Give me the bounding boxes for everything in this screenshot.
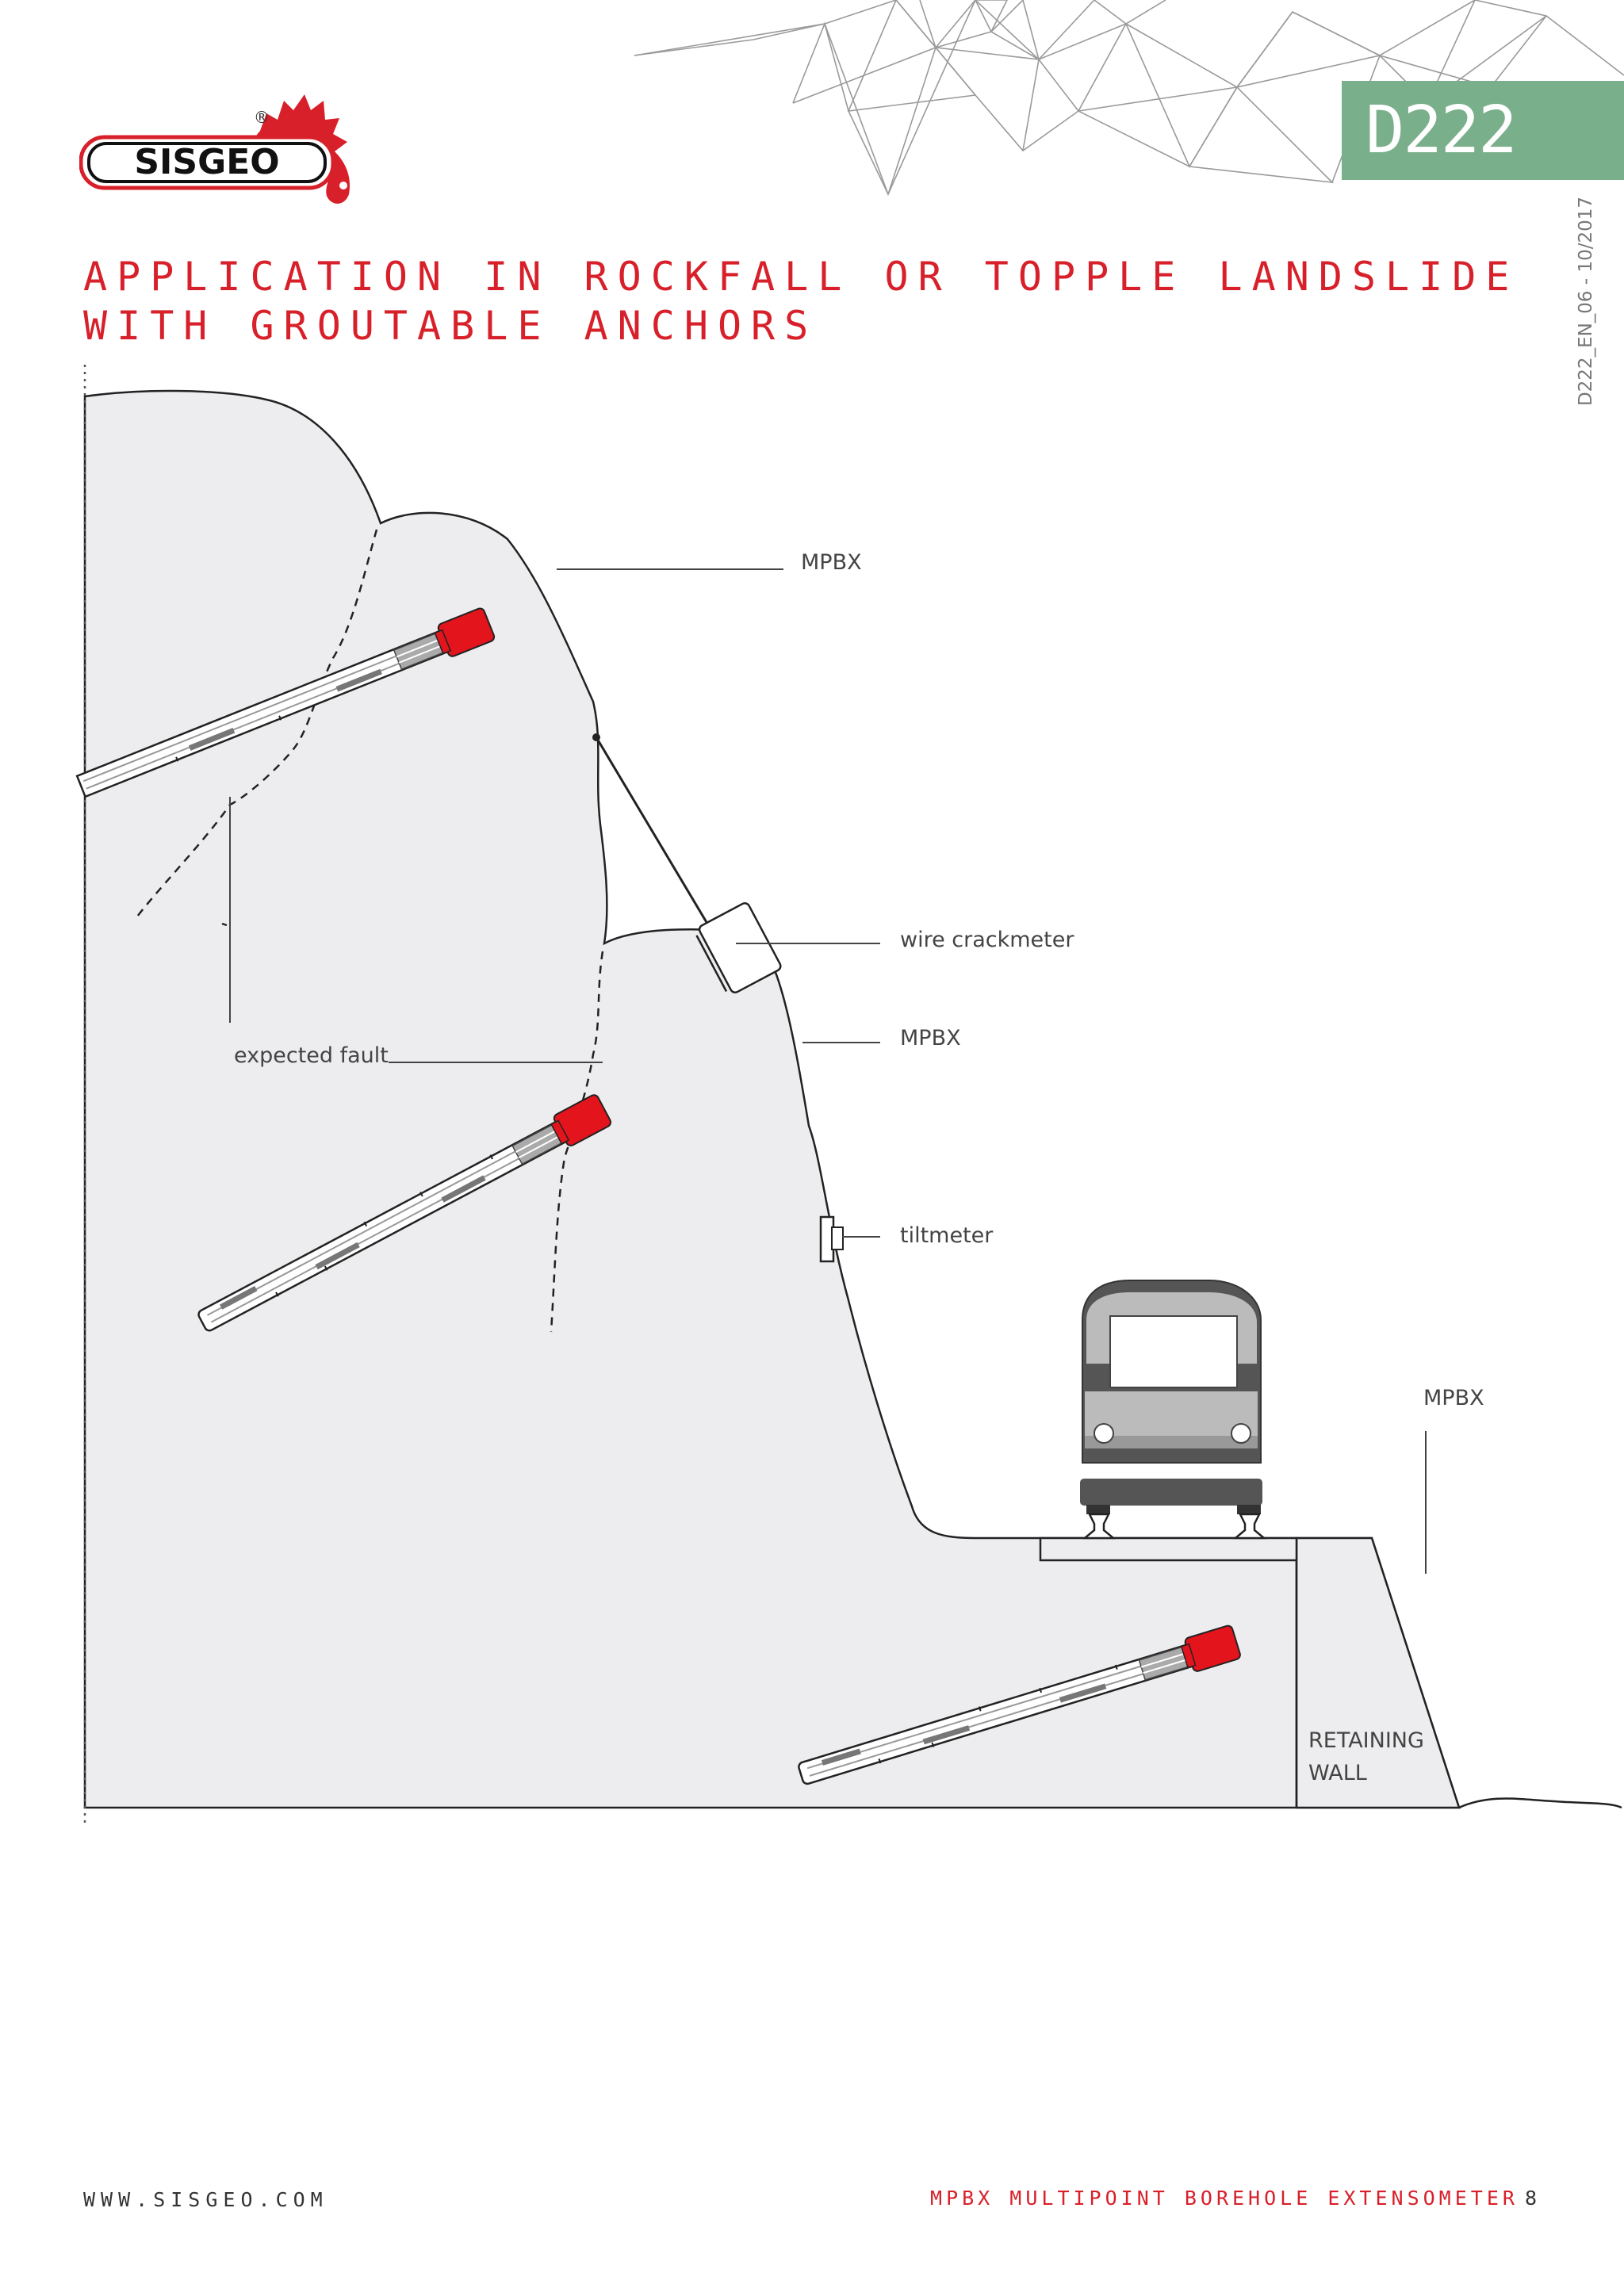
ground-line [1458, 1797, 1622, 1809]
footer-product-name: MPBX MULTIPOINT BOREHOLE EXTENSOMETER [930, 2187, 1519, 2210]
label-retaining-wall-line2: WALL [1308, 1761, 1367, 1785]
label-retaining-wall-line1: RETAINING [1308, 1728, 1424, 1753]
label-mpbx-middle: MPBX [900, 1026, 961, 1050]
tiltmeter-device [819, 1215, 844, 1263]
registered-mark: ® [254, 108, 270, 127]
website-link[interactable]: WWW.SISGEO.COM [83, 2188, 328, 2211]
train [1080, 1280, 1262, 1514]
extensometer-top [75, 607, 496, 798]
rails [1082, 1513, 1267, 1540]
landslide-diagram [75, 365, 1622, 1823]
network-graphic [634, 0, 1624, 197]
title-line-1: APPLICATION IN ROCKFALL OR TOPPLE LANDSL… [83, 254, 1519, 300]
title-line-2: WITH GROUTABLE ANCHORS [83, 303, 818, 349]
wire-crackmeter-body [695, 902, 782, 994]
crackmeter-wire [595, 737, 711, 928]
label-mpbx-top: MPBX [801, 550, 862, 575]
sisgeo-logo: SISGEO ® [79, 94, 350, 204]
rock-mass [83, 389, 1461, 1809]
label-mpbx-wall: MPBX [1423, 1386, 1484, 1410]
page-number: 8 [1524, 2187, 1537, 2210]
label-wire-crackmeter: wire crackmeter [900, 928, 1074, 952]
fault-line [134, 529, 378, 920]
page-title: APPLICATION IN ROCKFALL OR TOPPLE LANDSL… [83, 252, 1519, 350]
train-window [1109, 1315, 1238, 1388]
label-expected-fault: expected fault [234, 1043, 389, 1068]
leader-lines [229, 568, 1427, 1574]
train-headlight-right [1231, 1423, 1251, 1444]
fault-fragment [221, 922, 228, 927]
dragon-eye-icon [339, 182, 347, 189]
document-code-badge: D222 [1342, 81, 1624, 180]
logo-wordmark: SISGEO [134, 142, 279, 182]
rail-platform [1039, 1536, 1298, 1562]
train-headlight-left [1094, 1423, 1114, 1444]
label-tiltmeter: tiltmeter [900, 1223, 994, 1248]
